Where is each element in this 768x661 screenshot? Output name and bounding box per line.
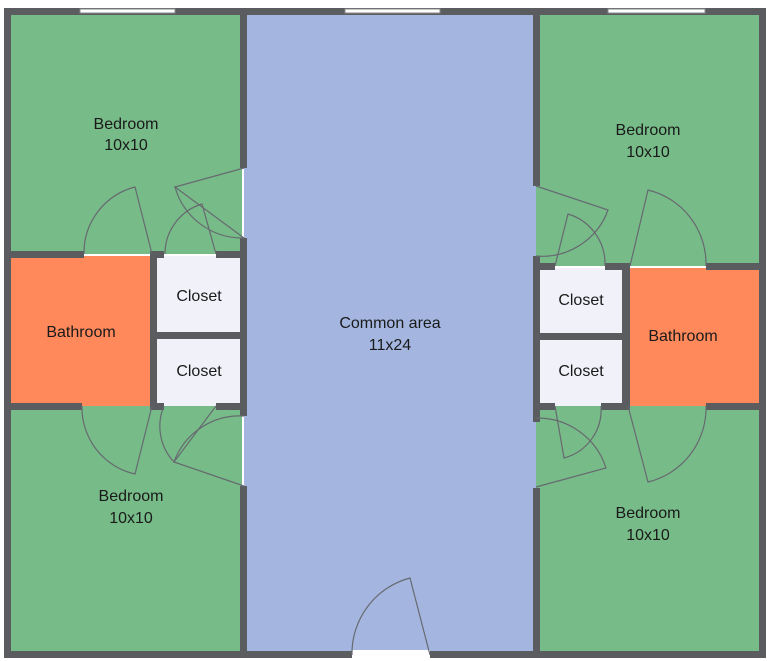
closet-right-1 — [536, 268, 626, 334]
bedroom-top-right-size: 10x10 — [626, 144, 670, 161]
closet-left-2-name: Closet — [176, 363, 222, 380]
door-bathroom-left-top — [83, 186, 153, 255]
bedroom-top-left-name: Bedroom — [94, 116, 159, 133]
doors — [81, 167, 707, 656]
bedroom-bottom-left-name: Bedroom — [99, 488, 164, 505]
bedroom-bottom-left-size: 10x10 — [109, 510, 153, 527]
closet-left-1 — [156, 256, 242, 334]
bathroom-right-name: Bathroom — [648, 328, 717, 345]
closet-left-1-name: Closet — [176, 288, 222, 305]
bedroom-bottom-right — [536, 406, 762, 652]
door-bedroom-bottom-right — [535, 417, 607, 488]
window-top-left — [79, 8, 176, 14]
front-door-opening — [352, 650, 430, 659]
common-area-size: 11x24 — [369, 337, 412, 354]
door-bathroom-right-bottom — [627, 405, 707, 483]
common-area — [244, 14, 536, 654]
front-door — [351, 577, 431, 656]
closet-right-2 — [536, 336, 626, 406]
bedroom-bottom-left — [10, 406, 242, 652]
bedroom-top-left — [10, 14, 242, 254]
door-bathroom-left-bottom — [81, 405, 153, 475]
bedroom-top-left-size: 10x10 — [104, 137, 148, 154]
door-bedroom-top-right — [535, 185, 609, 257]
closet-right-1-name: Closet — [558, 292, 604, 309]
door-bedroom-top-left — [173, 167, 245, 239]
bedroom-bottom-right-size: 10x10 — [626, 527, 670, 544]
closet-right-2-name: Closet — [558, 363, 604, 380]
bathroom-left-name: Bathroom — [46, 324, 115, 341]
door-closet-left-2 — [159, 405, 217, 463]
bathroom-right — [628, 268, 762, 406]
bathroom-left — [10, 256, 152, 406]
door-bathroom-right-top — [629, 189, 707, 267]
window-top-center — [344, 8, 441, 14]
door-bedroom-bottom-left — [173, 415, 245, 487]
common-area-name: Common area — [339, 315, 440, 332]
bedroom-top-right-name: Bedroom — [616, 122, 681, 139]
bedroom-top-right — [536, 14, 762, 266]
closet-left-2 — [156, 336, 242, 406]
window-top-right — [607, 8, 706, 14]
door-closet-right-1 — [554, 213, 606, 267]
bedroom-bottom-right-name: Bedroom — [616, 505, 681, 522]
